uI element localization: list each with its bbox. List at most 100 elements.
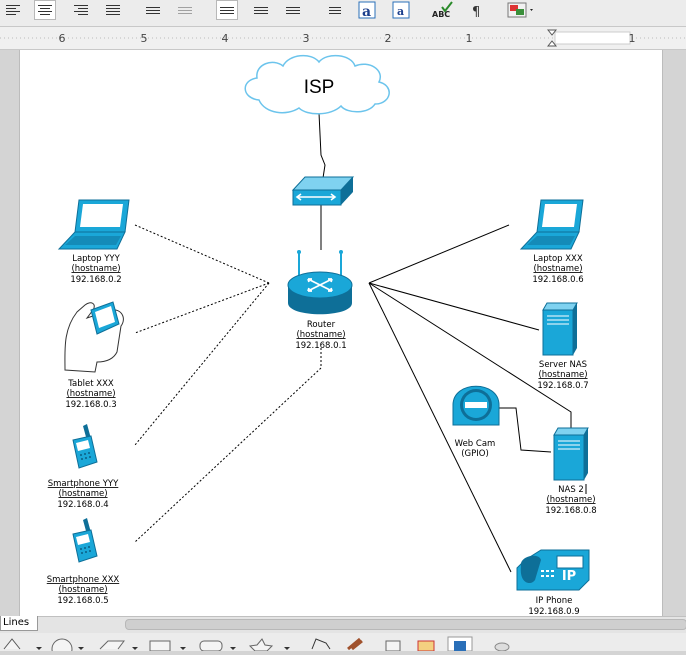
modem-switch[interactable] [291,176,355,206]
spellcheck-button[interactable]: ABC [432,0,458,20]
laptop-xxx-device[interactable]: Laptop XXX (hostname) 192.168.0.6 [519,199,584,285]
paragraph-icon [286,6,300,14]
server-nas-name: Server NAS [539,360,587,370]
sheet-tab-lines[interactable]: Lines [0,616,38,631]
smartphone-xxx-ip: 192.168.0.5 [57,596,108,606]
svg-text:a: a [362,4,371,19]
smartphone-yyy-name: Smartphone YYY [48,479,119,489]
paragraph-icon [254,6,268,14]
picture-icon [507,2,533,18]
router-to-laptop-yyy-line[interactable] [134,224,270,284]
smartphone-xxx-name: Smartphone XXX [47,575,120,585]
extrusion-icon [454,641,466,651]
nas2-name: NAS 2 [558,485,584,495]
router-device[interactable]: Router (hostname) 192.168.0.1 [287,250,353,351]
server-nas-hostname: (hostname) [538,370,587,380]
document-page[interactable]: ISP Router (hostname) 192.168.0.1 Laptop… [19,50,663,617]
router-to-smartphone-xxx-line[interactable] [134,348,322,543]
align-right-icon [74,5,88,15]
dropdown-arrow-icon[interactable] [180,647,186,650]
router-to-server-nas-line[interactable] [368,282,540,331]
formatting-marks-button[interactable]: ¶ [466,0,488,20]
router-name: Router [307,320,336,330]
dropdown-arrow-icon[interactable] [78,647,84,650]
tablet-xxx-device[interactable]: Tablet XXX (hostname) 192.168.0.3 [64,301,124,410]
from-file-icon[interactable] [417,640,435,652]
paragraph-icon [220,6,234,14]
scrollbar-thumb[interactable] [125,619,686,630]
block-arrows-icon[interactable] [99,640,125,650]
nas2-device[interactable]: NAS 2 (hostname) 192.168.0.8 [545,427,597,516]
router-to-nas2-line[interactable] [368,282,572,428]
font-grow-button[interactable]: a [356,0,378,20]
list-icon [178,6,192,14]
align-left-button[interactable] [2,0,24,20]
smartphone-xxx-hostname: (hostname) [58,585,107,595]
numbered-list-button[interactable] [174,0,196,20]
laptop-xxx-hostname: (hostname) [533,264,582,274]
webcam-gpio: (GPIO) [461,449,489,459]
ruler-mark: 6 [59,32,66,45]
webcam-name: Web Cam [455,439,496,449]
justify-button[interactable] [102,0,124,20]
router-to-laptop-xxx-line[interactable] [368,224,510,284]
laptop-yyy-ip: 192.168.0.2 [70,275,121,285]
webcam-device[interactable]: Web Cam (GPIO) [452,385,500,459]
indent-marker-icon[interactable] [546,29,558,47]
nas2-hostname: (hostname) [546,495,595,505]
router-to-smartphone-yyy-line[interactable] [134,282,270,446]
bullet-list-button[interactable] [142,0,164,20]
tablet-xxx-name: Tablet XXX [67,379,114,389]
align-right-button[interactable] [70,0,92,20]
paragraph-style-2-button[interactable] [250,0,272,20]
image-map-button[interactable] [504,0,536,20]
stars-icon[interactable] [248,638,274,652]
horizontal-ruler[interactable]: 6 5 4 3 2 1 1 [0,27,686,50]
abc-text: ABC [432,10,450,19]
paragraph-style-3-button[interactable] [282,0,304,20]
font-shrink-button[interactable]: a [390,0,412,20]
ipphone-screen-text: IP [562,569,576,584]
server-nas-ip: 192.168.0.7 [537,381,588,391]
paragraph-style-1-button[interactable] [216,0,238,20]
tablet-xxx-ip: 192.168.0.3 [65,400,116,410]
smartphone-yyy-device[interactable]: Smartphone YYY (hostname) 192.168.0.4 [48,424,119,510]
laptop-yyy-device[interactable]: Laptop YYY (hostname) 192.168.0.2 [57,199,130,285]
dropdown-arrow-icon[interactable] [36,647,42,650]
points-icon[interactable] [311,638,331,650]
arrows-icon [295,193,337,201]
list-icon [329,6,341,14]
smartphone-yyy-hostname: (hostname) [58,489,107,499]
align-center-button[interactable] [34,0,56,20]
laptop-yyy-name: Laptop YYY [72,254,120,264]
fontwork-icon[interactable] [385,640,401,652]
svg-text:a: a [397,5,404,18]
callouts-icon[interactable] [199,640,223,652]
laptop-xxx-ip: 192.168.0.6 [532,275,583,285]
ruler-mark: 4 [222,32,229,45]
webcam-to-nas2-line[interactable] [499,407,552,453]
ipphone-ip: 192.168.0.9 [528,607,579,616]
ipphone-device[interactable]: IP IP Phone 192.168.0.9 [516,549,590,617]
router-ip: 192.168.0.1 [295,341,346,351]
outline-button[interactable] [324,0,346,20]
server-nas-device[interactable]: Server NAS (hostname) 192.168.0.7 [537,302,589,391]
font-a-icon: a [358,1,376,19]
formatting-toolbar: a a ABC ¶ [0,0,686,27]
pilcrow-icon: ¶ [472,5,480,19]
3d-toggle-icon[interactable] [494,642,510,652]
smiley-icon[interactable] [51,638,73,655]
isp-cloud[interactable]: ISP [244,54,390,115]
isp-to-modem-line[interactable] [318,112,326,179]
dropdown-arrow-icon[interactable] [132,647,138,650]
align-left-icon [6,5,20,15]
dropdown-arrow-icon[interactable] [230,647,236,650]
basic-shapes-icon[interactable] [3,638,21,650]
flowchart-icon[interactable] [149,640,171,652]
glue-points-icon[interactable] [347,637,363,651]
router-to-ipphone-line[interactable] [368,282,512,573]
smartphone-xxx-device[interactable]: Smartphone XXX (hostname) 192.168.0.5 [47,518,120,606]
ruler-margin-area [554,31,631,45]
smartphone-yyy-ip: 192.168.0.4 [57,500,108,510]
dropdown-arrow-icon[interactable] [284,647,290,650]
